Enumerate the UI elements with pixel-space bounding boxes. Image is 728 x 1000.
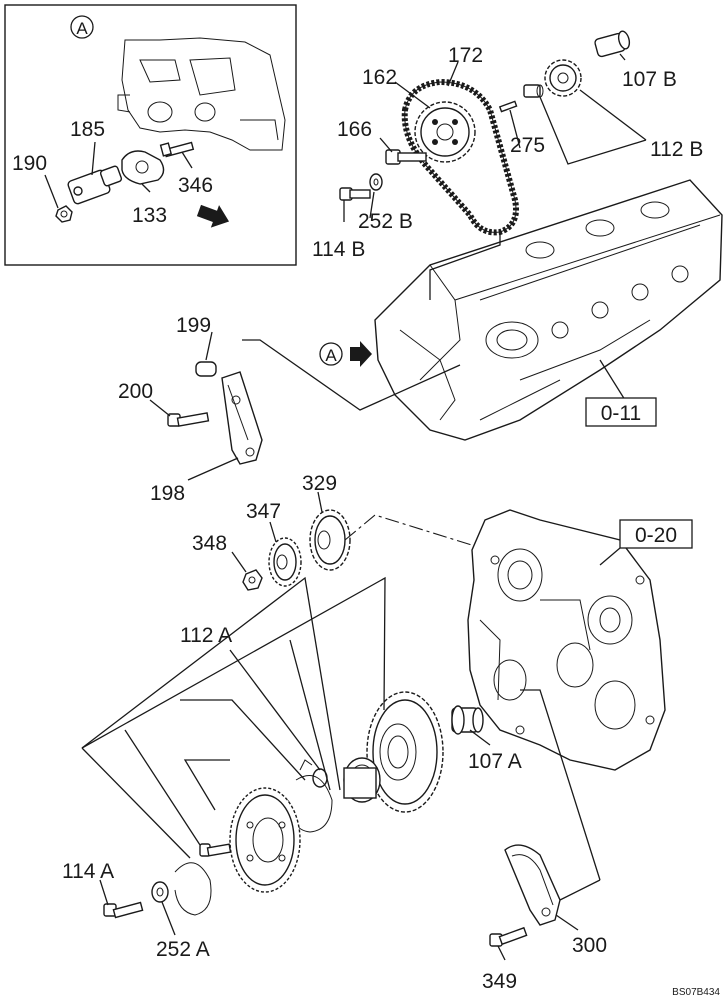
part-348-nut — [242, 569, 263, 591]
label-198: 198 — [150, 482, 185, 505]
part-190-nut — [55, 205, 73, 223]
label-114a: 114 A — [62, 860, 114, 883]
drawing-code: BS07B434 — [672, 987, 720, 998]
label-348: 348 — [192, 532, 227, 555]
part-199-pin — [195, 361, 217, 377]
view-a-marker: A — [319, 341, 372, 367]
view-arrow-icon — [196, 204, 230, 228]
label-275: 275 — [510, 134, 545, 157]
part-275-pin — [498, 100, 518, 113]
label-200: 200 — [118, 380, 153, 403]
part-198-chain-guide — [221, 371, 263, 465]
label-199: 199 — [176, 314, 211, 337]
ref-label-0-11: 0-11 — [601, 402, 641, 425]
cylinder-head — [374, 179, 723, 441]
view-arrow-icon — [350, 341, 372, 367]
part-252a-washer — [151, 881, 169, 903]
part-347-gear — [268, 537, 302, 587]
label-162: 162 — [362, 66, 397, 89]
part-idler-gear-large — [366, 691, 444, 813]
label-346: 346 — [178, 174, 213, 197]
label-166: 166 — [337, 118, 372, 141]
part-112b-bushing — [523, 84, 544, 98]
part-346-bolt — [159, 141, 195, 158]
ref-box-0-20: 0-20 — [619, 519, 693, 549]
label-172: 172 — [448, 44, 483, 67]
part-114a-bolt — [103, 901, 144, 919]
view-circle-icon: A — [70, 15, 94, 39]
inset-view-letter: A — [76, 19, 88, 38]
part-crank-gear — [229, 787, 301, 893]
part-bearing-sleeve — [343, 757, 381, 803]
label-114b: 114 B — [312, 238, 365, 261]
part-200-bolt — [167, 412, 210, 427]
label-112a: 112 A — [180, 624, 232, 647]
label-300: 300 — [572, 934, 607, 957]
label-252b: 252 B — [358, 210, 413, 233]
part-107a-shaft — [451, 705, 484, 735]
part-107b-shaft — [594, 30, 631, 58]
label-107a: 107 A — [468, 750, 522, 773]
part-snap-ring-lower — [174, 862, 212, 916]
label-252a: 252 A — [156, 938, 210, 961]
gear-case — [467, 509, 666, 771]
part-252b-washer — [369, 173, 383, 191]
part-185-tensioner — [67, 165, 123, 205]
label-349: 349 — [482, 970, 517, 993]
part-114b-bolt — [339, 187, 371, 201]
part-349-bolt — [489, 926, 528, 947]
inset-block-fragment — [117, 37, 286, 151]
label-190: 190 — [12, 152, 47, 175]
part-300-tensioner-shoe — [504, 844, 561, 926]
part-idler-gear-upper — [544, 59, 582, 97]
ref-box-0-11: 0-11 — [585, 397, 657, 427]
part-162-sprocket — [414, 101, 476, 163]
part-bolt-center — [199, 843, 232, 857]
part-133-gasket — [121, 150, 165, 185]
part-329-gear — [309, 509, 351, 571]
label-133: 133 — [132, 204, 167, 227]
label-112b: 112 B — [650, 138, 703, 161]
label-185: 185 — [70, 118, 105, 141]
label-107b: 107 B — [622, 68, 677, 91]
view-marker-letter: A — [325, 346, 337, 365]
label-329: 329 — [302, 472, 337, 495]
label-347: 347 — [246, 500, 281, 523]
part-166-bolt — [385, 149, 427, 165]
inset-detail-a: A — [4, 4, 297, 266]
timing-chain-group: 172 162 166 275 107 B 112 B 252 B 114 B — [312, 30, 703, 261]
ref-label-0-20: 0-20 — [635, 524, 677, 547]
